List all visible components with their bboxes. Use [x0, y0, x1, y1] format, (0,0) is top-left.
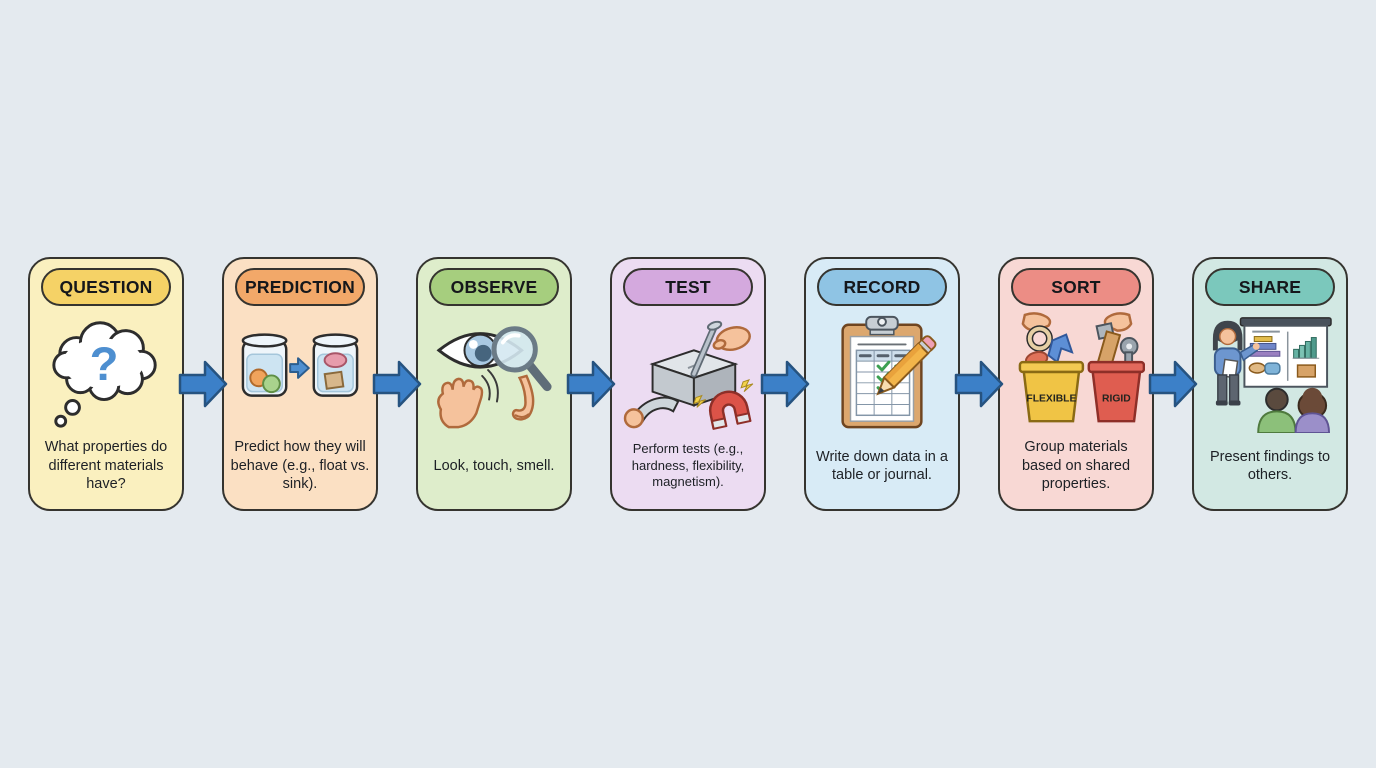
small-arrow-icon	[289, 356, 310, 379]
step-card-test: TEST	[610, 257, 766, 511]
holding-hand	[712, 325, 751, 351]
step-card-question: QUESTION ? What	[28, 257, 184, 511]
step-title: PREDICTION	[245, 276, 355, 297]
scratch-test-block	[649, 348, 739, 407]
flow-arrow-icon	[1147, 356, 1199, 412]
hardness-flexibility-magnet-icon	[623, 320, 754, 430]
thought-cloud-question-icon: ?	[52, 320, 157, 428]
motion-arc	[481, 374, 491, 401]
motion-arc	[487, 368, 499, 402]
presentation-icon	[1212, 316, 1332, 433]
step-header-pill: TEST	[623, 268, 753, 306]
step-card-record: RECORD	[804, 257, 960, 511]
thought-cloud: ?	[52, 320, 157, 401]
beaker-float-sink-result	[312, 332, 359, 397]
thought-trail-bubble	[64, 398, 81, 416]
float-sink-beakers-icon	[241, 332, 359, 397]
step-title: SHARE	[1238, 276, 1302, 297]
spark-icon	[740, 378, 754, 392]
magnet-icon	[708, 390, 752, 430]
flow-arrow-icon	[565, 356, 617, 412]
step-header-pill: SORT	[1011, 268, 1141, 306]
step-description: Predict how they will behave (e.g., floa…	[230, 439, 370, 493]
flexible-bin-label: FLEXIBLE	[1026, 393, 1076, 404]
touch-hand-icon	[437, 368, 499, 428]
pencil-icon	[876, 334, 937, 395]
eye-hand-nose-icon	[436, 325, 552, 428]
step-description: Look, touch, smell.	[433, 457, 555, 474]
step-card-sort: SORT FLEXIBLE	[998, 257, 1154, 511]
step-header-pill: RECORD	[817, 268, 947, 306]
clipboard-pencil-icon	[841, 315, 937, 428]
hand-dropping-cube	[1095, 311, 1133, 340]
step-card-share: SHARE	[1192, 257, 1348, 511]
step-header-pill: SHARE	[1205, 268, 1335, 306]
step-header-pill: QUESTION	[41, 268, 171, 306]
step-header-pill: PREDICTION	[235, 268, 365, 306]
rigid-bin-label: RIGID	[1102, 393, 1131, 404]
flexibility-bend-test	[623, 396, 680, 428]
spark-icon	[693, 394, 707, 408]
sorting-bins-icon: FLEXIBLE RIGID	[1018, 311, 1145, 422]
step-description: Write down data in a table or journal.	[816, 448, 948, 483]
step-title: TEST	[665, 276, 711, 297]
nail-icon	[690, 320, 723, 377]
step-card-observe: OBSERVE	[416, 257, 572, 511]
step-description: Present findings to others.	[1209, 448, 1331, 483]
hand-dropping-band	[1021, 311, 1053, 352]
step-description: Group materials based on shared properti…	[1021, 439, 1131, 493]
flow-arrow-icon	[371, 356, 423, 412]
flow-arrow-icon	[953, 356, 1005, 412]
flow-arrow-icon	[759, 356, 811, 412]
process-flow: QUESTION ? What	[0, 257, 1376, 511]
step-title: RECORD	[843, 276, 921, 297]
step-description: Perform tests (e.g., hardness, flexibili…	[631, 441, 745, 490]
audience-person-left	[1257, 387, 1297, 433]
presentation-board	[1239, 316, 1332, 388]
nose-icon	[511, 373, 535, 421]
rigid-bin: RIGID	[1087, 329, 1145, 422]
step-card-prediction: PREDICTION	[222, 257, 378, 511]
beaker-sinking-objects	[241, 332, 288, 397]
step-description: What properties do different materials h…	[44, 439, 168, 493]
step-title: SORT	[1051, 276, 1101, 297]
question-mark-glyph: ?	[90, 337, 119, 390]
magnifier-icon	[491, 325, 552, 391]
flexible-bin: FLEXIBLE	[1018, 332, 1085, 422]
thought-trail-bubble	[54, 414, 68, 428]
presenter-person	[1212, 320, 1260, 405]
step-title: QUESTION	[59, 276, 153, 297]
step-header-pill: OBSERVE	[429, 268, 559, 306]
step-title: OBSERVE	[450, 276, 538, 297]
audience-person-right	[1294, 387, 1331, 433]
flow-arrow-icon	[177, 356, 229, 412]
